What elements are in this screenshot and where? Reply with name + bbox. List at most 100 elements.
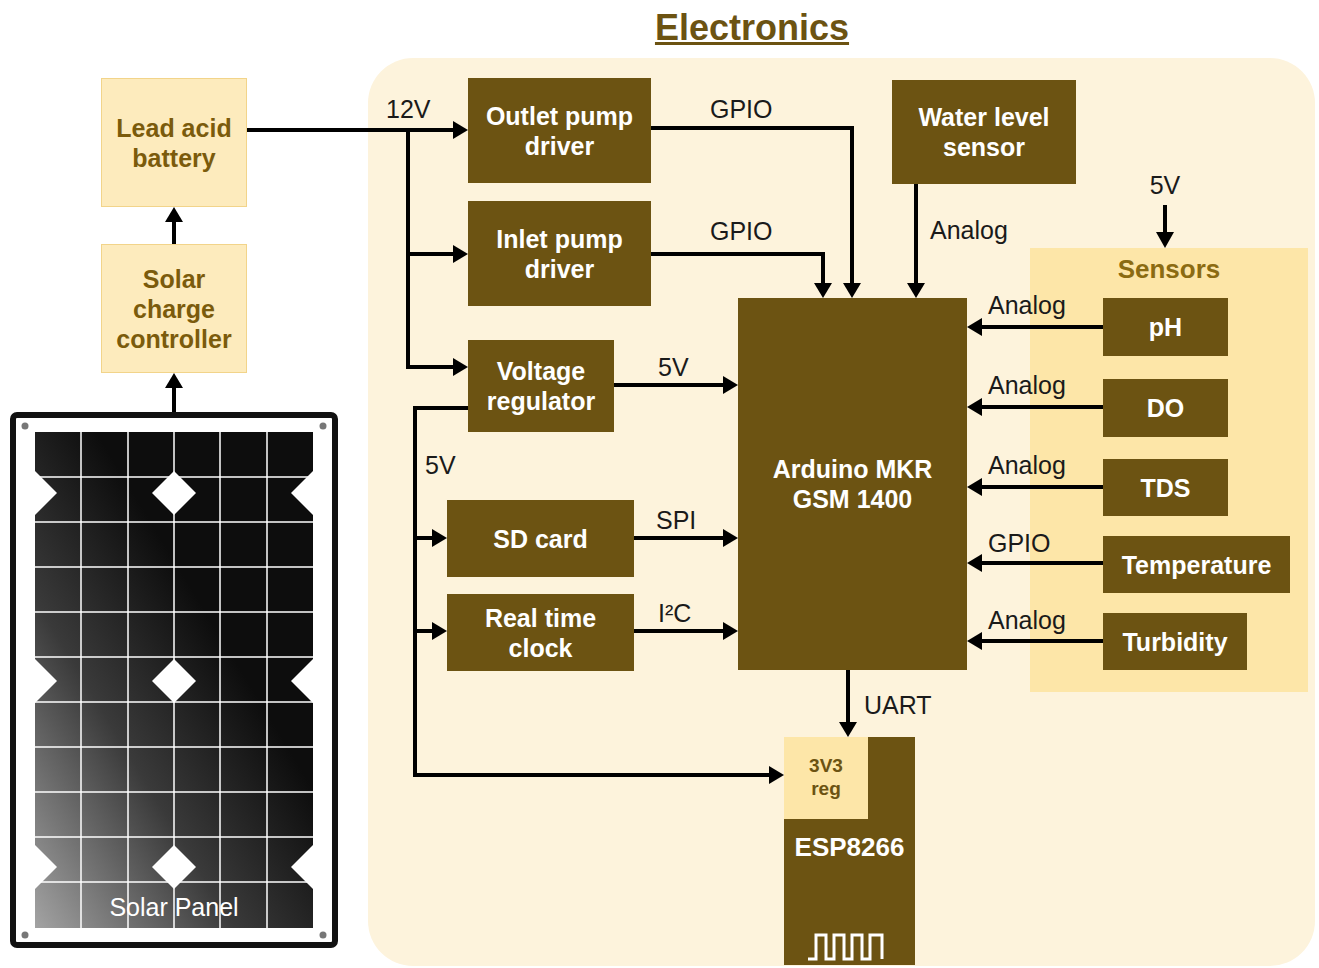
box-label: Temperature	[1122, 550, 1272, 580]
decoration-shape	[219, 432, 221, 928]
box-label: Water level sensor	[900, 102, 1068, 162]
signal-connector	[651, 128, 861, 298]
sensor-group: SensorspHDOTDSTemperatureTurbidity	[1030, 248, 1308, 692]
connector-line	[651, 128, 852, 285]
arrow-head	[967, 632, 982, 650]
connector-line	[415, 408, 771, 775]
arrow-head	[814, 283, 832, 298]
arrow-head	[843, 283, 861, 298]
signal-label: GPIO	[710, 94, 773, 124]
signal-connector	[907, 184, 925, 298]
arrow-head	[967, 398, 982, 416]
connector-line	[846, 670, 850, 724]
connector-line	[172, 386, 176, 412]
sensor-box: TDS	[1103, 459, 1228, 516]
decoration-shape	[266, 432, 268, 928]
signal-label: SPI	[656, 505, 696, 535]
arrow-head	[723, 376, 738, 394]
controller-box: Solar charge controller	[101, 244, 247, 373]
decoration-shape	[35, 521, 313, 523]
connector-line	[634, 536, 725, 540]
decoration-shape	[291, 471, 313, 515]
signal-label: UART	[864, 690, 932, 720]
connector-line	[980, 639, 1103, 643]
decoration-shape	[808, 935, 882, 959]
decoration-shape	[320, 423, 327, 430]
signal-connector	[634, 529, 738, 547]
voltage-label: 5V	[1150, 170, 1181, 200]
box-label: SD card	[493, 524, 587, 554]
signal-connector	[967, 318, 1103, 336]
decoration-shape	[35, 432, 313, 928]
connector-line	[980, 405, 1103, 409]
electronics-panel: ElectronicsOutlet pump driverInlet pump …	[368, 58, 1315, 966]
arrow-head	[967, 478, 982, 496]
arrow-head	[165, 373, 183, 388]
signal-connector	[247, 130, 468, 376]
storage-box: Lead acid battery	[101, 78, 247, 207]
solar-panel-illustration	[13, 415, 335, 945]
arrow-head	[432, 622, 447, 640]
arrow-head	[432, 529, 447, 547]
arrow-head	[967, 554, 982, 572]
connector-line	[247, 130, 455, 254]
signal-connector	[165, 373, 183, 412]
storage-box: SD card	[447, 500, 634, 577]
decoration-shape	[35, 746, 313, 748]
signal-label: Analog	[988, 450, 1066, 480]
box-label: Voltage regulator	[476, 356, 606, 416]
box-label: DO	[1147, 393, 1185, 423]
decoration-shape	[35, 791, 313, 793]
decoration-shape	[35, 471, 57, 515]
decoration-shape	[152, 845, 196, 889]
signal-connector	[839, 670, 857, 737]
supply-arrow	[1156, 205, 1174, 248]
decoration-shape	[22, 423, 327, 939]
decoration-shape	[13, 415, 335, 945]
decoration-shape	[291, 659, 313, 703]
box-label: Real time clock	[455, 603, 626, 663]
arrow-head	[839, 722, 857, 737]
signal-label: 5V	[425, 450, 456, 480]
sensor-box: pH	[1103, 298, 1228, 356]
decoration-shape	[22, 932, 29, 939]
connector-line	[980, 561, 1103, 565]
arrow-head	[769, 766, 784, 784]
decoration-shape	[152, 471, 196, 515]
box-label: TDS	[1141, 473, 1191, 503]
signal-connector	[967, 478, 1103, 496]
signal-label: I²C	[658, 598, 691, 628]
signal-label: Analog	[988, 605, 1066, 635]
regulator-box: 3V3 reg	[784, 737, 868, 819]
sensors-band-ground	[1030, 248, 1308, 692]
signal-label: Analog	[930, 215, 1008, 245]
decoration-shape	[35, 611, 313, 613]
decoration-shape	[152, 659, 196, 703]
signal-connector	[415, 408, 784, 784]
decoration-shape	[35, 656, 313, 658]
arrow-head	[723, 529, 738, 547]
decoration-shape	[35, 659, 57, 703]
signal-label: Analog	[988, 290, 1066, 320]
box-label: Inlet pump driver	[476, 224, 643, 284]
section-title: Electronics	[655, 6, 849, 49]
decoration-shape	[35, 566, 313, 568]
box-label: Outlet pump driver	[476, 101, 643, 161]
arrow-head	[723, 622, 738, 640]
arrow-head	[453, 245, 468, 263]
connector-line	[172, 220, 176, 244]
signal-connector	[165, 207, 183, 244]
sensor-box: Turbidity	[1103, 613, 1247, 670]
module-box: ESP82663V3 reg	[784, 737, 915, 965]
decoration-shape	[35, 471, 313, 889]
signal-connector	[247, 130, 468, 263]
arrow-head	[907, 283, 925, 298]
sensor-box: Water level sensor	[892, 80, 1076, 184]
driver-box: Inlet pump driver	[468, 201, 651, 306]
controller-box: Arduino MKR GSM 1400	[738, 298, 967, 670]
electronics-panel-ground	[368, 58, 1315, 966]
signal-label: GPIO	[710, 216, 773, 246]
connector-line	[247, 130, 455, 367]
arrow-head	[165, 207, 183, 222]
signal-connector	[967, 554, 1103, 572]
